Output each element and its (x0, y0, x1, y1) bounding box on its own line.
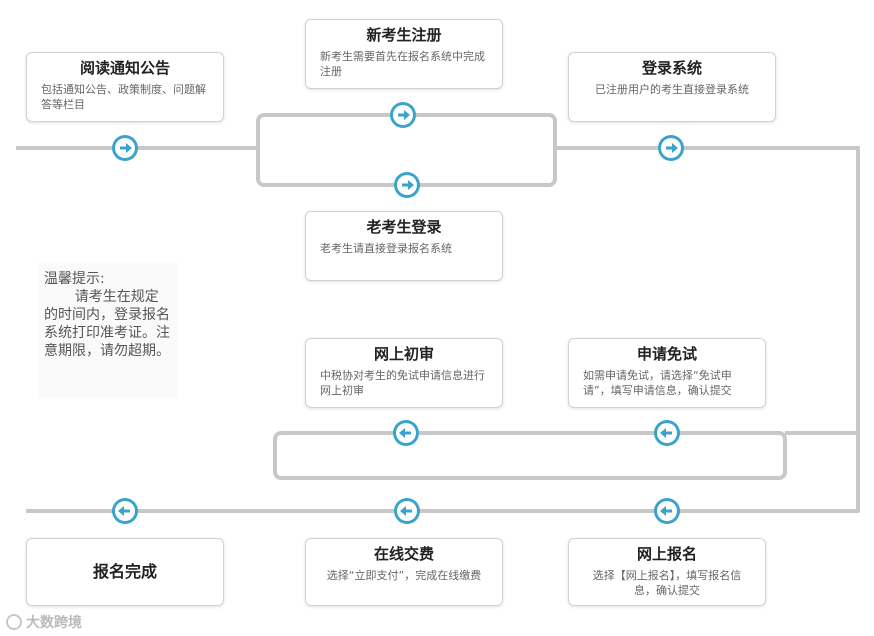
arrow-left-icon (654, 498, 680, 524)
node-desc: 已注册用户的考生直接登录系统 (595, 83, 749, 96)
watermark-text: 大数跨境 (26, 615, 82, 631)
node-title: 新考生注册 (366, 26, 442, 44)
node-desc: 中税协对考生的免试申请信息进行网上初审 (320, 369, 485, 397)
node-desc: 选择【网上报名】，填写报名信息，确认提交 (592, 569, 742, 597)
watermark-logo-icon (6, 614, 22, 630)
watermark: 大数跨境 (6, 612, 82, 632)
node-desc: 如需申请免试，请选择“免试申请”，填写申请信息，确认提交 (583, 369, 732, 397)
arrow-markers (112, 102, 684, 524)
arrow-left-icon (393, 420, 419, 446)
arrow-right-icon (394, 172, 420, 198)
arrow-left-icon (394, 498, 420, 524)
tip-panel: 温馨提示: 请考生在规定的时间内，登录报名系统打印准考证。注意期限，请勿超期。 (38, 262, 178, 398)
node-title: 在线交费 (373, 545, 434, 563)
arrow-right-icon (390, 102, 416, 128)
tip-body: 请考生在规定的时间内，登录报名系统打印准考证。注意期限，请勿超期。 (44, 289, 170, 359)
node-desc: 选择“立即支付”，完成在线缴费 (326, 569, 482, 582)
node-title: 老考生登录 (366, 218, 442, 236)
node-title: 申请免试 (636, 345, 697, 363)
node-old-login: 老考生登录 老考生请直接登录报名系统 (305, 211, 503, 281)
tip-heading: 温馨提示: (44, 271, 105, 287)
node-login: 登录系统 已注册用户的考生直接登录系统 (568, 52, 776, 122)
node-title: 网上初审 (373, 345, 434, 363)
arrow-left-icon (654, 420, 680, 446)
node-title: 阅读通知公告 (79, 59, 170, 77)
node-apply-exempt: 申请免试 如需申请免试，请选择“免试申请”，填写申请信息，确认提交 (568, 338, 766, 408)
node-online-signup: 网上报名 选择【网上报名】，填写报名信息，确认提交 (568, 538, 766, 606)
arrow-right-icon (112, 135, 138, 161)
node-title: 报名完成 (92, 562, 157, 581)
node-complete: 报名完成 (26, 538, 224, 606)
node-desc: 包括通知公告、政策制度、问题解答等栏目 (41, 83, 206, 111)
node-desc: 新考生需要首先在报名系统中完成注册 (320, 50, 485, 78)
node-pay-online: 在线交费 选择“立即支付”，完成在线缴费 (305, 538, 503, 606)
node-new-register: 新考生注册 新考生需要首先在报名系统中完成注册 (305, 19, 503, 89)
node-initial-review: 网上初审 中税协对考生的免试申请信息进行网上初审 (305, 338, 503, 408)
arrow-left-icon (112, 498, 138, 524)
arrow-right-icon (658, 135, 684, 161)
node-read-notice: 阅读通知公告 包括通知公告、政策制度、问题解答等栏目 (26, 52, 224, 122)
node-title: 登录系统 (641, 59, 702, 77)
node-desc: 老考生请直接登录报名系统 (320, 242, 452, 255)
node-title: 网上报名 (636, 545, 697, 563)
